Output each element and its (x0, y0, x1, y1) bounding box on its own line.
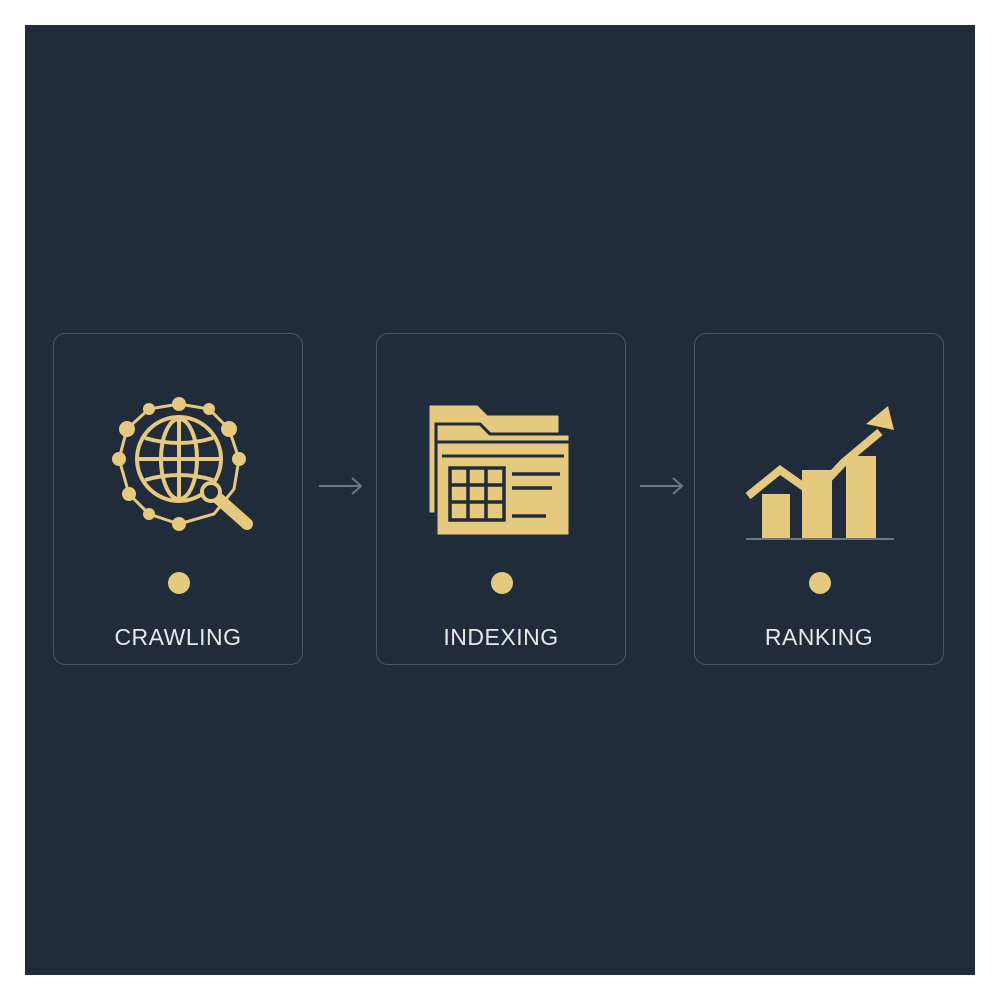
folder-table-icon (422, 384, 582, 544)
step-label: RANKING (764, 624, 874, 650)
step-card-crawling: CRAWLING (53, 333, 303, 665)
step-marker-dot (168, 572, 190, 594)
arrow-right-icon (638, 472, 686, 500)
step-marker-dot (809, 572, 831, 594)
arrow-right-icon (317, 472, 365, 500)
globe-search-icon (99, 384, 259, 544)
step-card-indexing: INDEXING (376, 333, 626, 665)
diagram-canvas: CRAWLING (25, 25, 975, 975)
growth-chart-icon (740, 384, 900, 544)
step-label: CRAWLING (114, 624, 242, 650)
step-label: INDEXING (443, 624, 559, 650)
step-marker-dot (491, 572, 513, 594)
step-card-ranking: RANKING (694, 333, 944, 665)
